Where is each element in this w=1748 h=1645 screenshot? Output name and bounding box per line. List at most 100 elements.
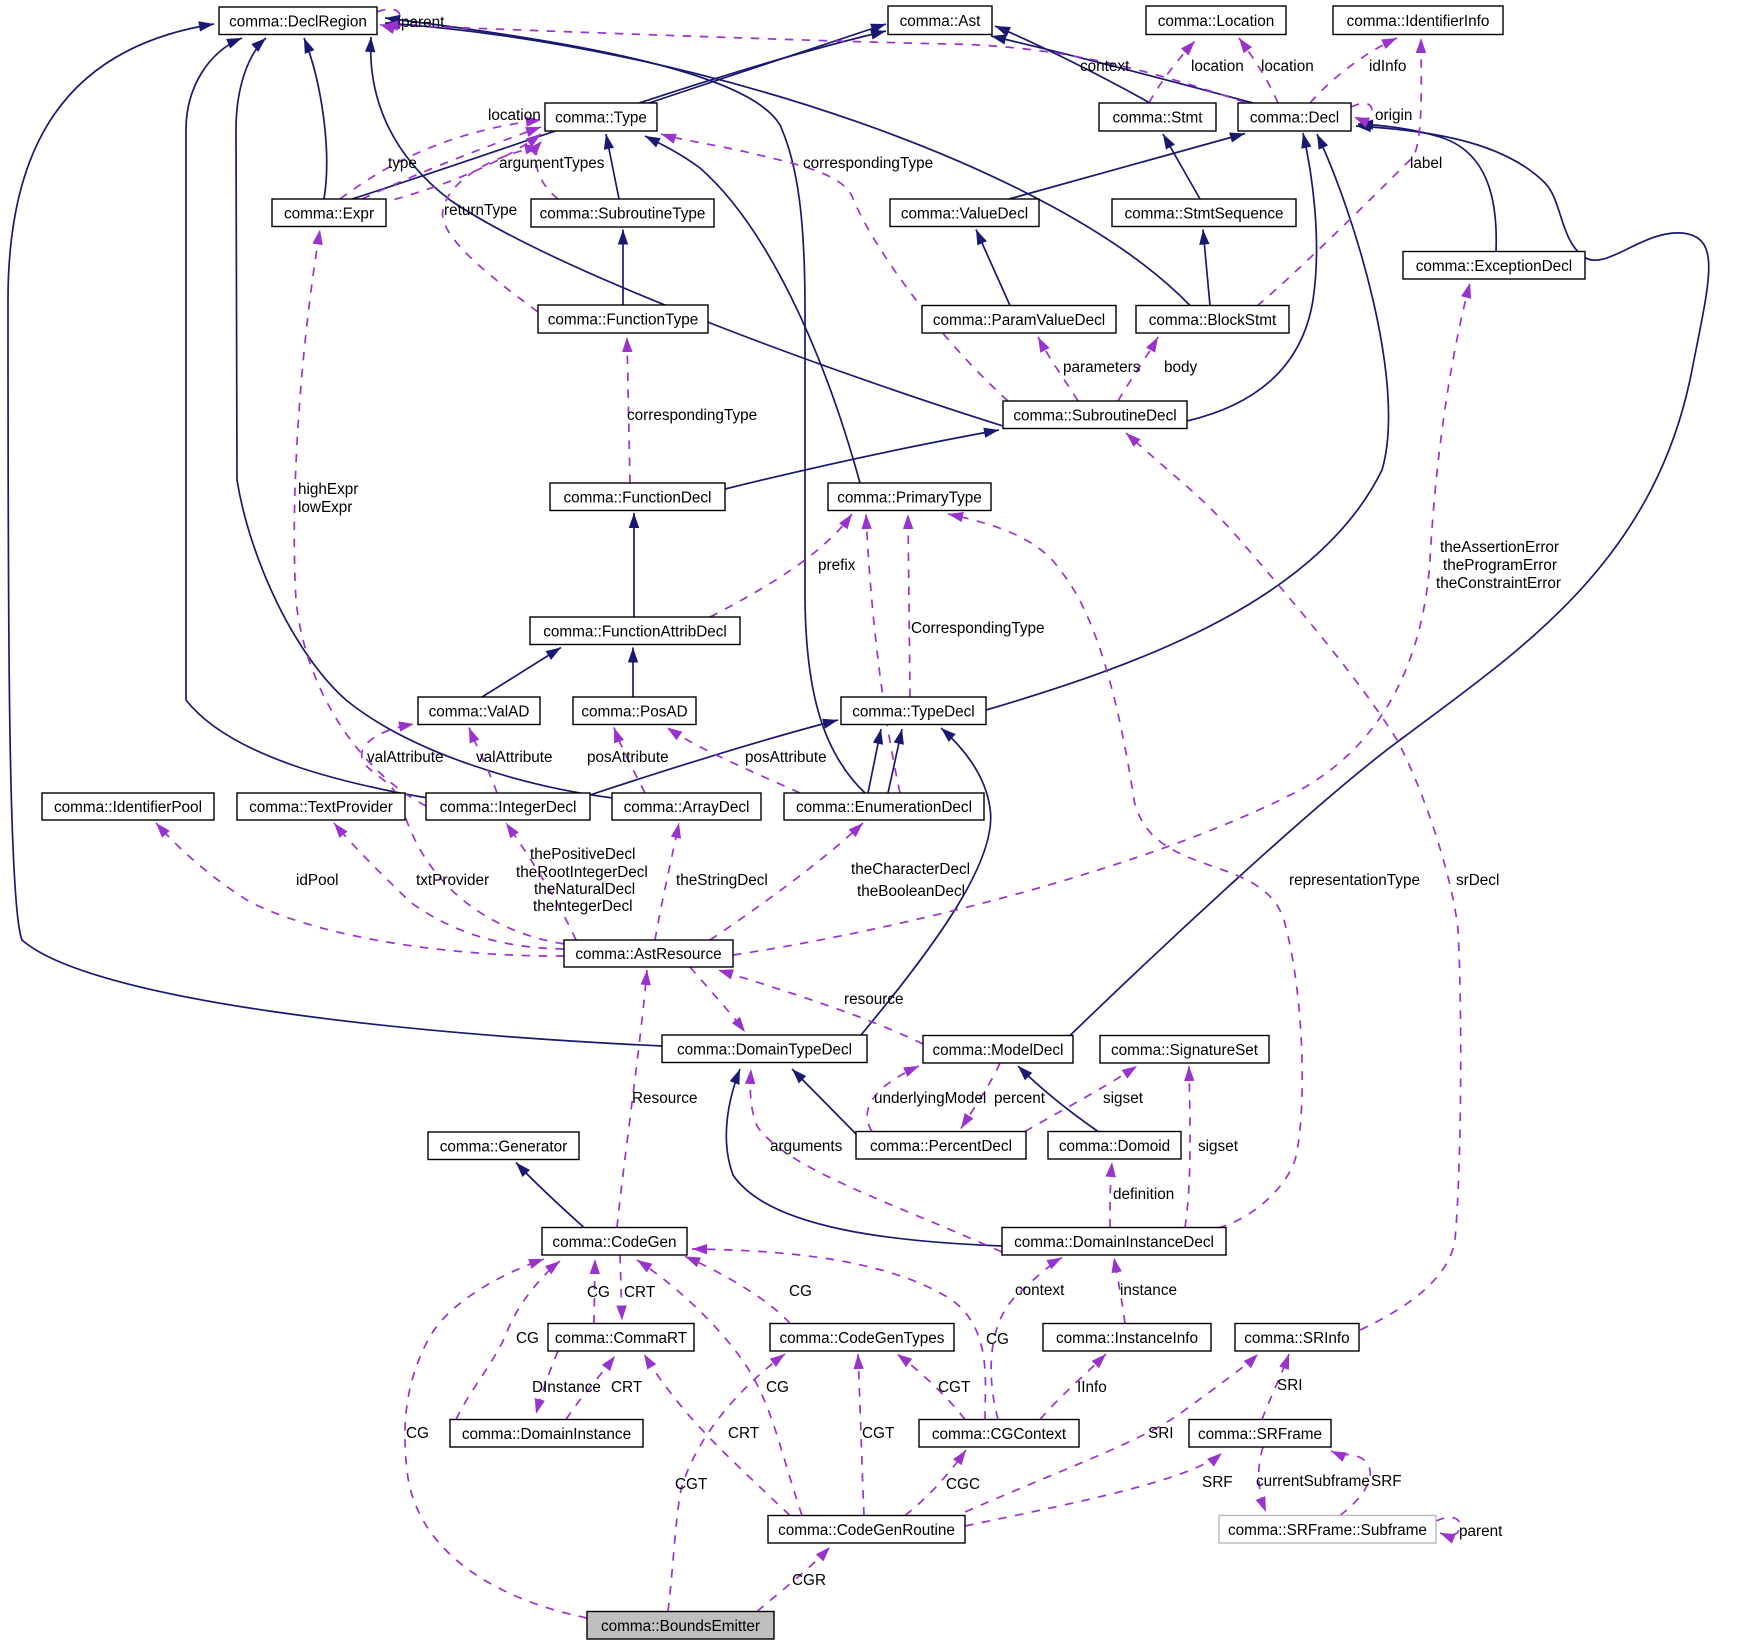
svg-text:comma::SignatureSet: comma::SignatureSet [1111,1042,1259,1059]
svg-text:origin: origin [1375,107,1412,124]
svg-text:posAttribute: posAttribute [745,749,827,766]
svg-text:comma::SubroutineType: comma::SubroutineType [540,206,706,223]
svg-text:theCharacterDecl: theCharacterDecl [851,861,970,878]
svg-text:comma::IdentifierInfo: comma::IdentifierInfo [1347,13,1490,30]
svg-text:comma::CodeGen: comma::CodeGen [552,1234,676,1251]
svg-text:comma::TypeDecl: comma::TypeDecl [852,703,974,720]
svg-text:resource: resource [844,991,904,1008]
svg-text:comma::CommaRT: comma::CommaRT [555,1330,687,1347]
svg-text:percent: percent [994,1090,1046,1107]
svg-text:parent: parent [1459,1523,1503,1540]
svg-text:CG: CG [516,1330,539,1347]
svg-text:SRI: SRI [1148,1425,1174,1442]
svg-text:comma::IdentifierPool: comma::IdentifierPool [54,799,202,816]
svg-text:comma::Generator: comma::Generator [440,1138,568,1155]
svg-text:definition: definition [1113,1186,1174,1203]
svg-text:IInfo: IInfo [1077,1379,1107,1396]
svg-text:comma::Type: comma::Type [555,110,647,127]
svg-text:comma::ParamValueDecl: comma::ParamValueDecl [933,312,1105,329]
svg-text:comma::Expr: comma::Expr [284,205,374,222]
svg-text:correspondingType: correspondingType [803,155,933,172]
svg-text:representationType: representationType [1289,872,1420,889]
svg-text:valAttribute: valAttribute [476,749,553,766]
svg-text:parent: parent [401,14,445,31]
svg-text:comma::CodeGenRoutine: comma::CodeGenRoutine [778,1522,955,1539]
svg-text:CorrespondingType: CorrespondingType [911,620,1045,637]
svg-text:comma::FunctionType: comma::FunctionType [548,312,698,329]
svg-text:CG: CG [986,1331,1009,1348]
svg-text:currentSubframe: currentSubframe [1256,1473,1370,1490]
svg-text:correspondingType: correspondingType [627,407,757,424]
svg-text:comma::SRFrame::Subframe: comma::SRFrame::Subframe [1228,1522,1427,1539]
svg-text:theIntegerDecl: theIntegerDecl [533,898,633,915]
svg-text:parameters: parameters [1063,359,1141,376]
svg-text:comma::Stmt: comma::Stmt [1112,110,1203,127]
svg-text:lowExpr: lowExpr [298,499,352,516]
svg-text:comma::StmtSequence: comma::StmtSequence [1125,205,1284,222]
svg-text:comma::IntegerDecl: comma::IntegerDecl [440,799,577,816]
svg-text:comma::TextProvider: comma::TextProvider [249,799,393,816]
svg-text:comma::DeclRegion: comma::DeclRegion [229,13,367,30]
svg-text:Resource: Resource [632,1090,697,1107]
svg-text:location: location [488,107,541,124]
svg-text:sigset: sigset [1198,1138,1239,1155]
svg-text:comma::SRFrame: comma::SRFrame [1198,1426,1322,1443]
svg-text:comma::ValAD: comma::ValAD [429,703,530,720]
svg-text:comma::Location: comma::Location [1158,13,1274,30]
svg-text:comma::ModelDecl: comma::ModelDecl [933,1042,1064,1059]
svg-text:context: context [1015,1282,1065,1299]
svg-text:theProgramError: theProgramError [1443,557,1557,574]
svg-text:comma::DomainTypeDecl: comma::DomainTypeDecl [677,1041,852,1058]
svg-text:arguments: arguments [770,1138,843,1155]
svg-text:comma::ExceptionDecl: comma::ExceptionDecl [1416,258,1572,275]
svg-text:comma::SRInfo: comma::SRInfo [1244,1330,1349,1347]
svg-text:srDecl: srDecl [1456,872,1499,889]
svg-text:comma::PrimaryType: comma::PrimaryType [837,489,982,506]
svg-text:type: type [388,155,417,172]
svg-text:prefix: prefix [818,557,856,574]
svg-text:CRT: CRT [624,1284,655,1301]
svg-text:posAttribute: posAttribute [587,749,669,766]
svg-text:CG: CG [766,1379,789,1396]
svg-text:txtProvider: txtProvider [416,872,489,889]
svg-text:DInstance: DInstance [532,1379,601,1396]
svg-text:body: body [1164,359,1198,376]
svg-text:CRT: CRT [728,1425,759,1442]
svg-text:argumentTypes: argumentTypes [499,155,605,172]
svg-text:theStringDecl: theStringDecl [676,872,768,889]
svg-text:theAssertionError: theAssertionError [1440,539,1559,556]
svg-text:thePositiveDecl: thePositiveDecl [530,846,635,863]
svg-text:comma::InstanceInfo: comma::InstanceInfo [1056,1330,1198,1347]
svg-text:CG: CG [406,1425,429,1442]
svg-text:location: location [1191,58,1244,75]
svg-text:theNaturalDecl: theNaturalDecl [534,881,635,898]
svg-text:comma::Ast: comma::Ast [900,13,981,30]
svg-text:theBooleanDecl: theBooleanDecl [857,883,965,900]
svg-text:location: location [1261,58,1314,75]
svg-text:CG: CG [587,1284,610,1301]
svg-text:comma::CGContext: comma::CGContext [932,1426,1067,1443]
svg-text:comma::Domoid: comma::Domoid [1059,1138,1170,1155]
svg-text:valAttribute: valAttribute [367,749,444,766]
svg-text:CGT: CGT [862,1425,894,1442]
svg-text:returnType: returnType [444,202,517,219]
svg-text:SRF: SRF [1371,1473,1402,1490]
svg-text:CGC: CGC [946,1476,980,1493]
svg-text:SRF: SRF [1202,1474,1233,1491]
svg-text:CGT: CGT [938,1379,970,1396]
svg-text:sigset: sigset [1103,1090,1144,1107]
svg-text:comma::CodeGenTypes: comma::CodeGenTypes [780,1330,945,1347]
svg-text:comma::AstResource: comma::AstResource [575,946,721,963]
svg-text:comma::SubroutineDecl: comma::SubroutineDecl [1013,407,1176,424]
svg-text:comma::EnumerationDecl: comma::EnumerationDecl [796,799,972,816]
svg-text:CGT: CGT [675,1476,707,1493]
svg-text:CGR: CGR [792,1572,826,1589]
svg-text:idInfo: idInfo [1369,58,1406,75]
svg-text:comma::ArrayDecl: comma::ArrayDecl [624,799,750,816]
svg-text:theRootIntegerDecl: theRootIntegerDecl [516,864,648,881]
svg-text:comma::DomainInstanceDecl: comma::DomainInstanceDecl [1014,1234,1214,1251]
svg-text:CG: CG [789,1283,812,1300]
svg-text:context: context [1080,58,1130,75]
svg-text:comma::Decl: comma::Decl [1250,110,1339,127]
svg-text:comma::FunctionDecl: comma::FunctionDecl [564,489,712,506]
